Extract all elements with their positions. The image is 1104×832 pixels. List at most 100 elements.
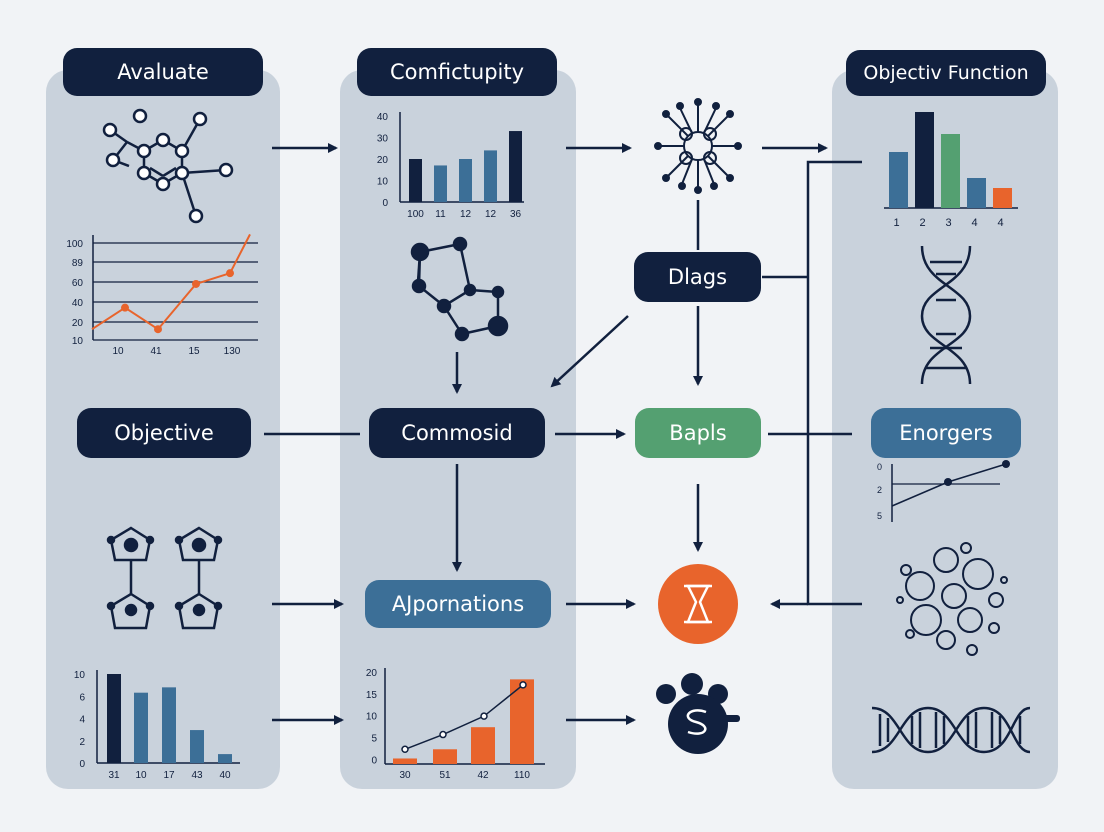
- right-bar-chart: 1 2 3 4 4: [884, 112, 1018, 229]
- connectors: [264, 143, 862, 725]
- trend-point: [401, 745, 409, 754]
- enorgers-label: Enorgers: [871, 408, 1021, 458]
- bubble-cluster-icon: [896, 542, 1008, 656]
- y-tick-label: 40: [377, 112, 389, 123]
- bar: [484, 150, 497, 202]
- y-tick-label: 10: [72, 336, 84, 347]
- data-point: [154, 325, 162, 334]
- bapls-label: Bapls: [635, 408, 761, 458]
- dna-horizontal-icon: [871, 706, 1031, 754]
- bar: [434, 165, 447, 202]
- y-tick-label: 6: [79, 692, 85, 703]
- middle-combo-chart: 20 15 10 5 0 30 51 42 110: [366, 668, 545, 781]
- neural-network-icon: [654, 98, 742, 194]
- x-tick-label: 4: [971, 217, 977, 229]
- right-rail-line: [806, 160, 862, 606]
- objective-label: Objective: [77, 408, 251, 458]
- x-tick-label: 15: [188, 346, 200, 357]
- x-tick-label: 41: [150, 346, 162, 357]
- y-tick-label: 0: [382, 198, 388, 209]
- x-tick-label: 1: [893, 217, 899, 229]
- x-tick-label: 130: [224, 346, 241, 357]
- bar: [409, 159, 422, 202]
- group-people-icon: [656, 673, 740, 754]
- y-tick-label: 0: [371, 755, 377, 766]
- bar: [162, 687, 176, 763]
- bar: [471, 727, 495, 764]
- commosid-label: Commosid: [369, 408, 545, 458]
- x-tick-label: 3: [945, 217, 951, 229]
- x-tick-label: 42: [477, 770, 489, 781]
- x-tick-label: 10: [112, 346, 124, 357]
- x-tick-label: 2: [919, 217, 925, 229]
- y-tick-label: 15: [366, 690, 378, 701]
- trend-point: [439, 730, 447, 739]
- y-tick-label: 20: [366, 668, 378, 679]
- dna-helix-icon: [920, 245, 972, 385]
- diags-label: Dlags: [634, 252, 761, 302]
- x-tick-label: 12: [485, 209, 497, 220]
- y-tick-label: 2: [877, 485, 882, 495]
- bar: [993, 188, 1012, 208]
- x-tick-label: 12: [460, 209, 472, 220]
- y-tick-label: 10: [74, 670, 86, 681]
- bar: [134, 692, 148, 763]
- right-line-chart: 025: [877, 460, 1010, 522]
- bar: [190, 730, 204, 763]
- x-tick-label: 36: [510, 209, 522, 220]
- x-tick-label: 110: [514, 770, 530, 781]
- ajpornations-label: AJpornations: [365, 580, 551, 628]
- data-point: [192, 279, 200, 288]
- hexagon-molecule-icon: [106, 526, 223, 630]
- bar: [510, 679, 534, 764]
- y-tick-label: 10: [366, 712, 378, 723]
- bar: [107, 674, 121, 763]
- bar: [967, 178, 986, 208]
- x-tick-label: 43: [191, 770, 203, 781]
- trend-point: [519, 681, 527, 689]
- x-tick-label: 10: [135, 770, 147, 781]
- x-tick-label: 4: [997, 217, 1003, 229]
- bar: [218, 754, 232, 763]
- y-tick-label: 5: [877, 511, 882, 521]
- x-tick-label: 40: [219, 770, 231, 781]
- y-tick-label: 2: [79, 737, 85, 748]
- molecule-dark-icon: [410, 236, 509, 342]
- data-point: [226, 269, 234, 278]
- trend-point: [480, 712, 488, 720]
- x-tick-label: 17: [163, 770, 175, 781]
- y-tick-label: 20: [377, 155, 389, 166]
- y-tick-label: 4: [79, 715, 85, 726]
- bar: [459, 159, 472, 202]
- x-tick-label: 30: [399, 770, 411, 781]
- data-point: [1002, 460, 1010, 468]
- y-tick-label: 20: [72, 318, 84, 329]
- evaluate-label: Avaluate: [63, 48, 263, 96]
- left-line-chart: 100 89 60 40 20 10 10 41 15 130: [66, 233, 258, 357]
- bar: [433, 749, 457, 764]
- y-tick-label: 100: [66, 239, 83, 250]
- x-tick-label: 51: [439, 770, 451, 781]
- bar: [393, 758, 417, 764]
- y-tick-label: 89: [72, 258, 84, 269]
- y-tick-label: 0: [79, 759, 85, 770]
- y-tick-label: 10: [377, 177, 389, 188]
- data-point: [121, 303, 129, 312]
- molecule-icon: [102, 108, 234, 224]
- y-tick-label: 40: [72, 298, 84, 309]
- y-tick-label: 5: [371, 734, 377, 745]
- y-tick-label: 60: [72, 278, 84, 289]
- bar: [509, 131, 522, 202]
- complexity-label: Comfictupity: [357, 48, 557, 96]
- y-tick-label: 30: [377, 134, 389, 145]
- x-tick-label: 11: [435, 209, 446, 220]
- series-line: [91, 233, 251, 331]
- objective-function-label: Objectiv Function: [846, 50, 1046, 96]
- bar: [889, 152, 908, 208]
- bar: [915, 112, 934, 208]
- trend-line: [404, 684, 524, 750]
- data-point: [944, 478, 952, 486]
